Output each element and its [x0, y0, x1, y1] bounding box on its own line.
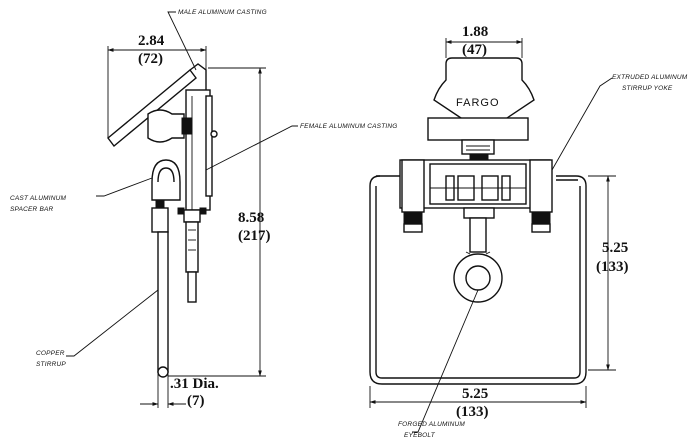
label-copper-stirrup-line2: STIRRUP	[36, 361, 66, 368]
label-eyebolt: FORGED ALUMINUM EYEBOLT	[398, 289, 479, 439]
label-eyebolt-line1: FORGED ALUMINUM	[398, 421, 465, 428]
stirrup-yoke-frame	[369, 175, 587, 385]
yoke-left-bolt	[401, 159, 425, 233]
dim-yoke-width-mm: (133)	[456, 404, 489, 420]
copper-stirrup	[151, 159, 181, 378]
side-view: 2.84 (72) 8.58 (217) .31 Dia. (7) MALE A…	[10, 9, 398, 409]
yoke-right-bolt	[529, 159, 553, 233]
dim-width-side-value: 2.84	[138, 33, 165, 49]
label-male-casting: MALE ALUMINUM CASTING	[167, 9, 267, 71]
lower-bolt	[177, 207, 207, 303]
dim-stirrup-dia-mm: (7)	[187, 393, 205, 409]
dim-width-side: 2.84 (72)	[107, 33, 207, 138]
label-copper-stirrup-line1: COPPER	[36, 350, 65, 357]
yoke-crossbar	[399, 159, 551, 209]
male-casting-body	[185, 89, 218, 211]
label-spacer-bar-line1: CAST ALUMINUM	[10, 195, 67, 202]
dim-yoke-width-value: 5.25	[462, 386, 488, 402]
eyebolt	[453, 207, 503, 303]
brand-text: FARGO	[456, 97, 500, 109]
clamp-head: FARGO	[427, 57, 535, 161]
dim-width-side-mm: (72)	[138, 51, 163, 67]
label-yoke: EXTRUDED ALUMINUM STIRRUP YOKE	[551, 74, 688, 171]
label-yoke-line1: EXTRUDED ALUMINUM	[612, 74, 688, 81]
label-spacer-bar: CAST ALUMINUM SPACER BAR	[10, 177, 153, 213]
dim-height-total-mm: (217)	[238, 228, 271, 244]
dim-stirrup-dia: .31 Dia. (7)	[140, 372, 219, 409]
dim-yoke-height: 5.25 (133)	[588, 175, 629, 371]
dim-yoke-width: 5.25 (133)	[369, 386, 587, 420]
label-female-casting-text: FEMALE ALUMINUM CASTING	[300, 123, 398, 130]
label-copper-stirrup: COPPER STIRRUP	[36, 289, 159, 368]
dim-height-total-value: 8.58	[238, 210, 264, 226]
label-yoke-line2: STIRRUP YOKE	[622, 85, 673, 92]
front-view: FARGO 1.88 (47)	[369, 24, 688, 439]
dim-yoke-height-value: 5.25	[602, 240, 628, 256]
dim-height-total: 8.58 (217)	[168, 67, 271, 377]
label-female-casting: FEMALE ALUMINUM CASTING	[205, 123, 398, 171]
dim-top-width-mm: (47)	[462, 42, 487, 58]
label-male-casting-text: MALE ALUMINUM CASTING	[178, 9, 267, 16]
dim-top-width: 1.88 (47)	[445, 24, 523, 58]
label-eyebolt-line2: EYEBOLT	[404, 432, 436, 439]
dim-yoke-height-mm: (133)	[596, 259, 629, 275]
thumbscrew-knob	[147, 109, 193, 143]
label-spacer-bar-line2: SPACER BAR	[10, 206, 54, 213]
dim-stirrup-dia-value: .31 Dia.	[170, 376, 219, 392]
dim-top-width-value: 1.88	[462, 24, 488, 40]
